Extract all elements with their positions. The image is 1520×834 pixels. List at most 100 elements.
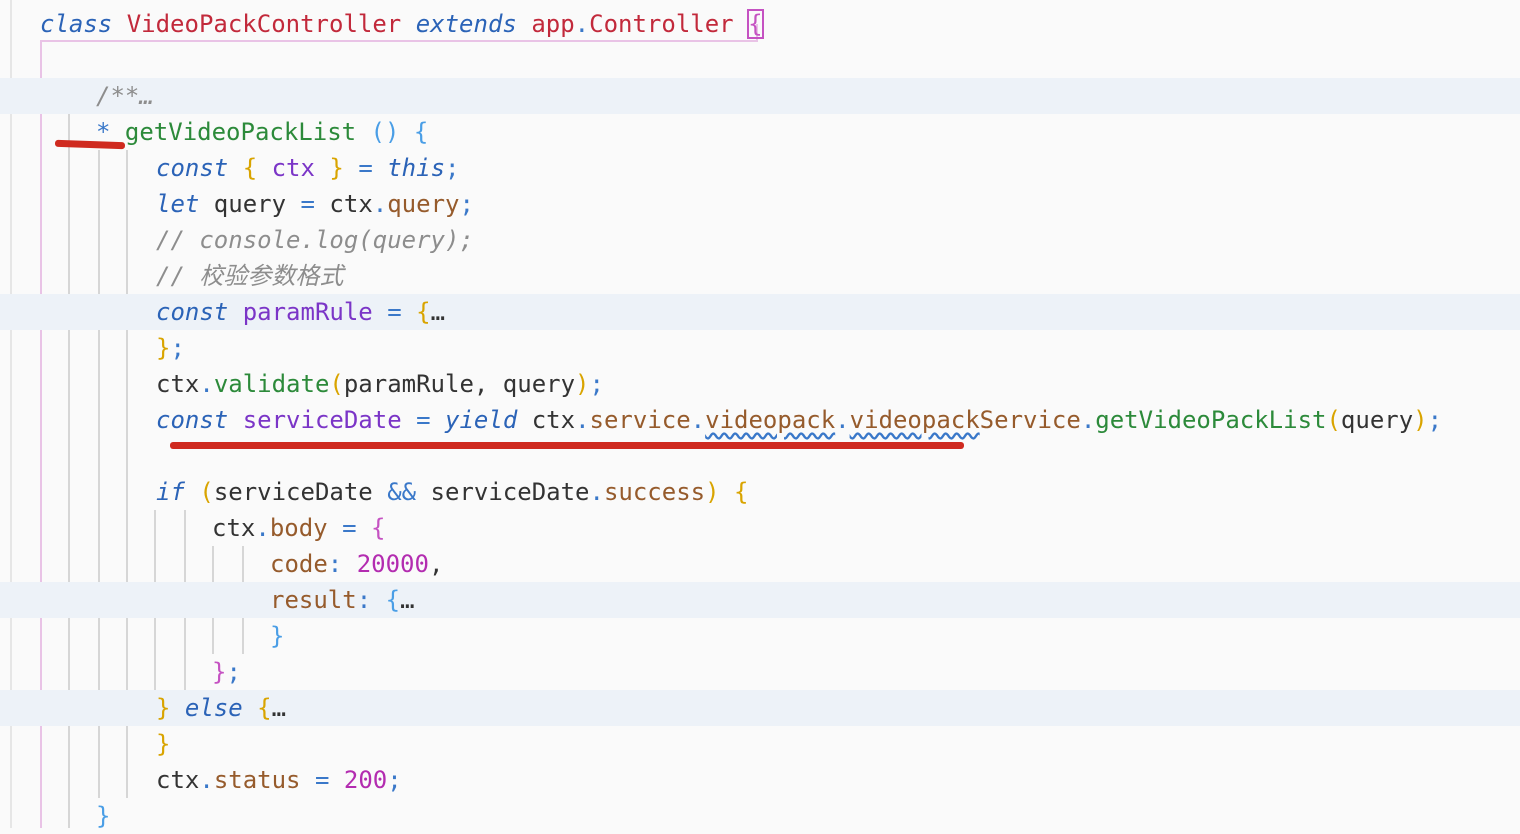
code-token: ;: [589, 370, 604, 398]
code-token: [257, 154, 271, 182]
code-token: =: [342, 514, 357, 542]
code-token: Service: [979, 406, 1081, 434]
code-line[interactable]: const { ctx } = this;: [0, 150, 1520, 186]
code-token: else: [184, 694, 243, 722]
indent-guide: [126, 150, 128, 798]
code-token: [357, 514, 371, 542]
code-token: 20000: [356, 550, 429, 578]
code-token: const: [156, 406, 229, 434]
code-token: status: [213, 766, 301, 794]
code-line[interactable]: };: [0, 654, 1520, 690]
code-token: const: [156, 298, 229, 326]
code-token: code: [270, 550, 328, 578]
code-token: serviceDate: [416, 478, 590, 506]
code-token: [185, 478, 199, 506]
code-token: .: [255, 514, 270, 542]
code-token: .: [372, 190, 388, 218]
code-line[interactable]: class VideoPackController extends app.Co…: [0, 6, 1520, 42]
code-token: =: [387, 298, 402, 326]
code-token: (: [1326, 406, 1341, 434]
code-token: const: [156, 154, 229, 182]
code-token: result: [270, 586, 357, 614]
code-token: (: [199, 478, 214, 506]
code-token: [329, 766, 343, 794]
indent-guide: [68, 78, 70, 828]
code-token: [401, 10, 415, 38]
code-line[interactable]: let query = ctx.query;: [0, 186, 1520, 222]
code-token: …: [430, 298, 446, 326]
code-token: (): [370, 118, 400, 146]
code-line-content: const { ctx } = this;: [156, 150, 459, 186]
code-token: }: [212, 658, 227, 686]
code-token: ctx: [314, 190, 373, 218]
code-token: =: [358, 154, 373, 182]
code-token: [315, 154, 329, 182]
code-token: serviceDate: [242, 406, 402, 434]
code-line-content: let query = ctx.query;: [156, 186, 474, 222]
code-token: Controller: [589, 10, 734, 38]
code-token: [228, 298, 242, 326]
code-token: [344, 154, 358, 182]
indent-guide: [40, 40, 42, 828]
code-line[interactable]: code: 20000,: [0, 546, 1520, 582]
bracket-pair-guide: [40, 40, 758, 42]
code-line[interactable]: const serviceDate = yield ctx.service.vi…: [0, 402, 1520, 438]
code-token: [720, 478, 734, 506]
code-token: ;: [459, 190, 474, 218]
code-token: {: [385, 586, 401, 614]
code-token: VideoPackController: [126, 10, 402, 38]
code-token: [402, 298, 416, 326]
code-token: ctx: [156, 766, 200, 794]
code-line[interactable]: ctx.validate(paramRule, query);: [0, 366, 1520, 402]
code-token: /**…: [96, 82, 154, 110]
code-token: {: [242, 154, 258, 182]
code-line[interactable]: ctx.body = {: [0, 510, 1520, 546]
code-token: getVideoPackList: [124, 118, 357, 146]
code-line-content: } else {…: [156, 690, 286, 726]
code-line[interactable]: /**…: [0, 78, 1520, 114]
code-token: service: [589, 406, 691, 434]
code-token: {: [257, 694, 272, 722]
code-token: =: [416, 406, 431, 434]
code-token: // 校验参数格式: [156, 262, 344, 290]
code-line[interactable]: const paramRule = {…: [0, 294, 1520, 330]
code-token: }: [156, 730, 171, 758]
code-line[interactable]: }: [0, 726, 1520, 762]
code-line-content: if (serviceDate && serviceDate.success) …: [156, 474, 748, 510]
code-token: {: [370, 514, 386, 542]
code-token: :: [356, 586, 386, 614]
code-token: query: [1340, 406, 1414, 434]
code-token: {: [734, 478, 749, 506]
code-line[interactable]: }: [0, 798, 1520, 834]
code-line-content: }: [270, 618, 284, 654]
code-token: ctx: [212, 514, 256, 542]
code-line[interactable]: * getVideoPackList () {: [0, 114, 1520, 150]
code-token: [328, 514, 342, 542]
code-line[interactable]: // 校验参数格式: [0, 258, 1520, 294]
code-line-content: * getVideoPackList () {: [96, 114, 428, 150]
code-line[interactable]: }: [0, 618, 1520, 654]
code-token: app: [531, 10, 575, 38]
code-line-content: class VideoPackController extends app.Co…: [40, 6, 764, 42]
code-line[interactable]: if (serviceDate && serviceDate.success) …: [0, 474, 1520, 510]
code-line[interactable]: } else {…: [0, 690, 1520, 726]
code-line[interactable]: ctx.status = 200;: [0, 762, 1520, 798]
code-line[interactable]: result: {…: [0, 582, 1520, 618]
code-token: paramRule, query: [343, 370, 576, 398]
code-token: {: [413, 118, 429, 146]
code-token: extends: [415, 10, 517, 38]
indent-guide: [98, 150, 100, 798]
code-token: [301, 766, 315, 794]
code-token: ;: [170, 334, 185, 362]
code-token: videopack: [849, 406, 980, 434]
code-token: [431, 406, 445, 434]
code-line[interactable]: // console.log(query);: [0, 222, 1520, 258]
code-line[interactable]: };: [0, 330, 1520, 366]
code-token: ctx: [156, 370, 200, 398]
code-token: &&: [387, 478, 417, 506]
code-token: [112, 10, 126, 38]
code-token: .: [1080, 406, 1096, 434]
code-line-content: }: [96, 798, 110, 834]
code-line-content: const serviceDate = yield ctx.service.vi…: [156, 402, 1442, 438]
